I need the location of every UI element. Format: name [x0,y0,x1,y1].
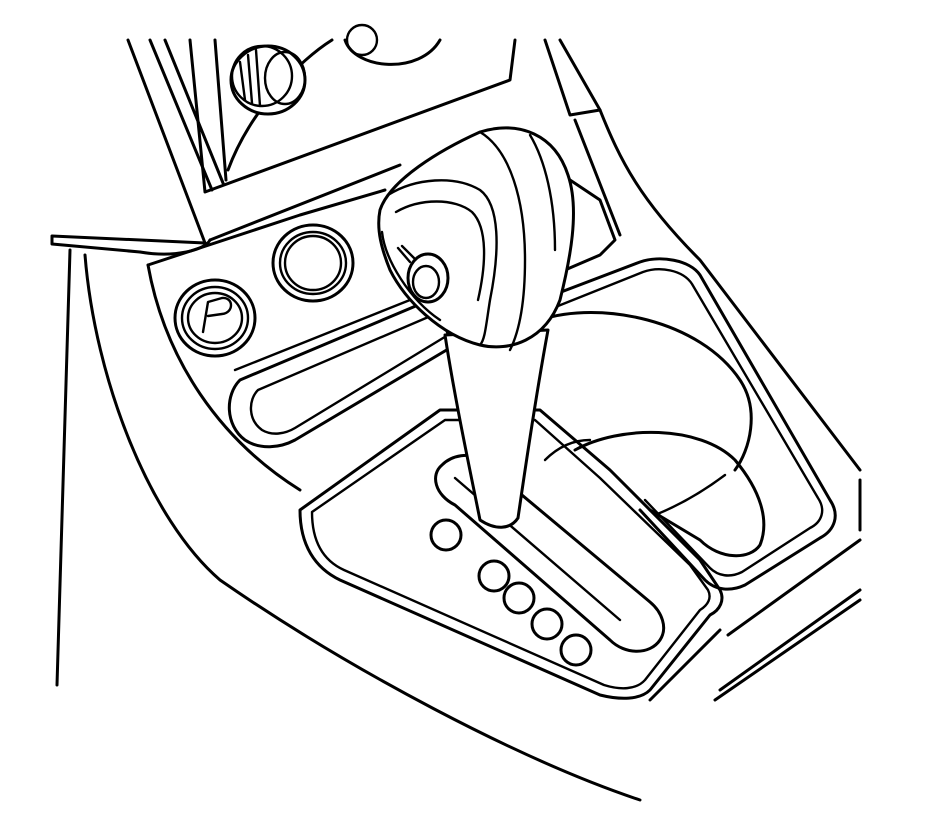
dashboard-knob [229,23,379,116]
shift-knob [377,126,575,352]
gear-light-d [530,607,564,641]
gear-light-l [559,633,593,667]
gear-light-r [477,559,511,593]
park-button [173,278,257,358]
gear-light-p [429,518,463,552]
gear-position-lights [429,518,593,667]
park-icon [201,296,233,334]
console-panel [55,108,862,802]
gear-light-n [502,581,536,615]
cup-holder [538,257,837,591]
storage-slot [227,290,457,449]
shift-lever [443,328,550,529]
round-switch-button [271,223,355,303]
